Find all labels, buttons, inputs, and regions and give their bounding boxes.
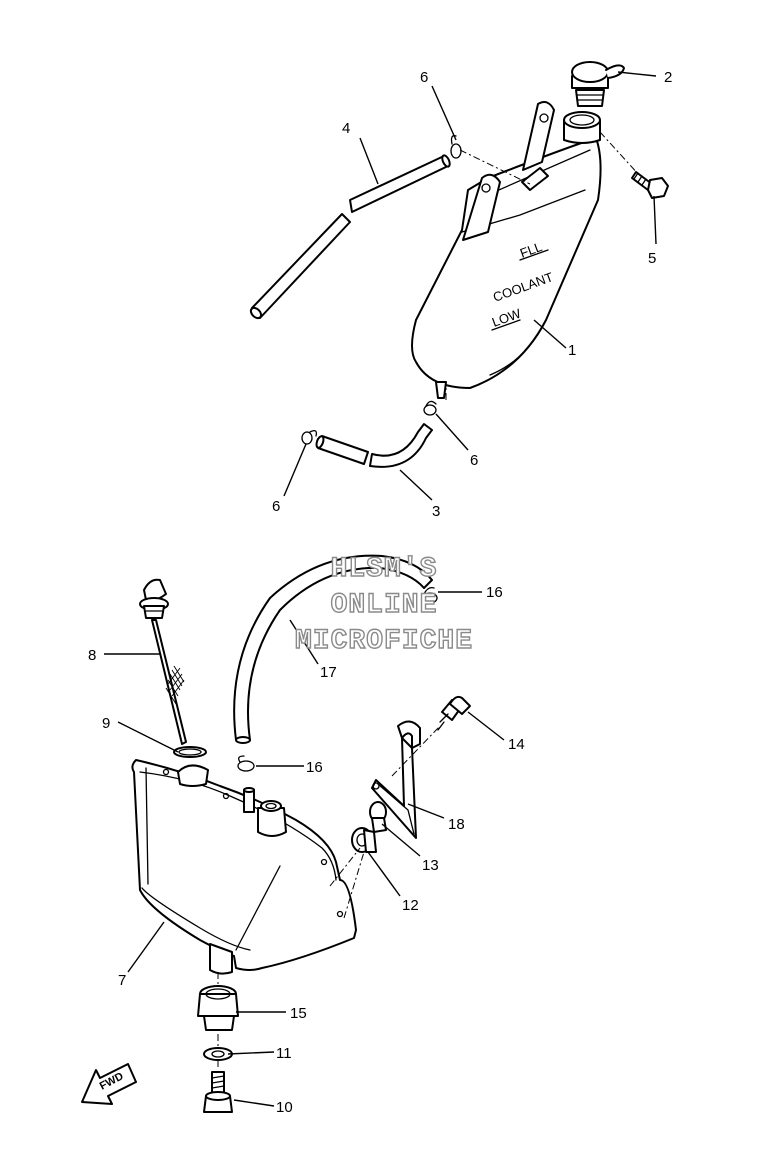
callout-leaders: [104, 71, 657, 1107]
watermark: HLSM'S ONLINE MICROFICHE: [294, 553, 473, 657]
bracket-bolt: [437, 695, 471, 731]
drain-bolt: [203, 1071, 233, 1113]
hose-clip-6-bottom: [423, 400, 437, 416]
o-ring: [173, 746, 207, 758]
callout-2: 2: [664, 69, 672, 86]
oil-dipstick: [139, 578, 187, 745]
hose-clip-16-upper: [422, 586, 438, 604]
callout-7: 7: [118, 972, 126, 989]
callout-9: 9: [102, 715, 110, 732]
overflow-hose-lower: [315, 423, 433, 468]
bracket-grommet: [351, 827, 377, 853]
coolant-reservoir-tank: FLL COOLANT LOW: [411, 101, 602, 399]
callout-8: 8: [88, 647, 96, 664]
callout-1: 1: [568, 342, 576, 359]
oil-tank: [131, 759, 357, 975]
callout-6-left: 6: [272, 498, 280, 515]
hose-clip-6-left: [301, 430, 318, 445]
callout-15: 15: [290, 1005, 307, 1022]
watermark-line-2: ONLINE: [331, 590, 438, 621]
drain-fitting: [197, 985, 239, 1031]
oil-breather-hose: [233, 554, 433, 744]
bracket-collar: [369, 801, 387, 833]
callout-6-right: 6: [470, 452, 478, 469]
callout-4: 4: [342, 120, 350, 137]
callout-3: 3: [432, 503, 440, 520]
callout-11: 11: [276, 1045, 292, 1062]
callout-labels: 1 2 3 4 5 6 6 6 7 8 9 10 11 12 13 14 15 …: [88, 69, 672, 1116]
callout-13: 13: [422, 857, 439, 874]
watermark-line-1: HLSM'S: [331, 554, 438, 585]
callout-16-upper: 16: [486, 584, 503, 601]
drain-washer: [203, 1047, 233, 1061]
hose-clip-16-lower: [237, 755, 255, 772]
forward-direction-arrow: FWD: [81, 1063, 137, 1105]
callout-10: 10: [276, 1099, 293, 1116]
assembly-centerlines: [217, 131, 641, 1070]
tank-full-mark: FLL: [518, 239, 544, 261]
watermark-line-3: MICROFICHE: [295, 626, 473, 657]
callout-12: 12: [402, 897, 419, 914]
callout-5: 5: [648, 250, 656, 267]
callout-16-lower: 16: [306, 759, 323, 776]
callout-17: 17: [320, 664, 337, 681]
breather-hose-upper: [249, 154, 451, 320]
callout-6-top: 6: [420, 69, 428, 86]
reservoir-cap: [571, 61, 625, 107]
callout-14: 14: [508, 736, 525, 753]
tank-mounting-bolt: [631, 171, 669, 199]
callout-18: 18: [448, 816, 465, 833]
